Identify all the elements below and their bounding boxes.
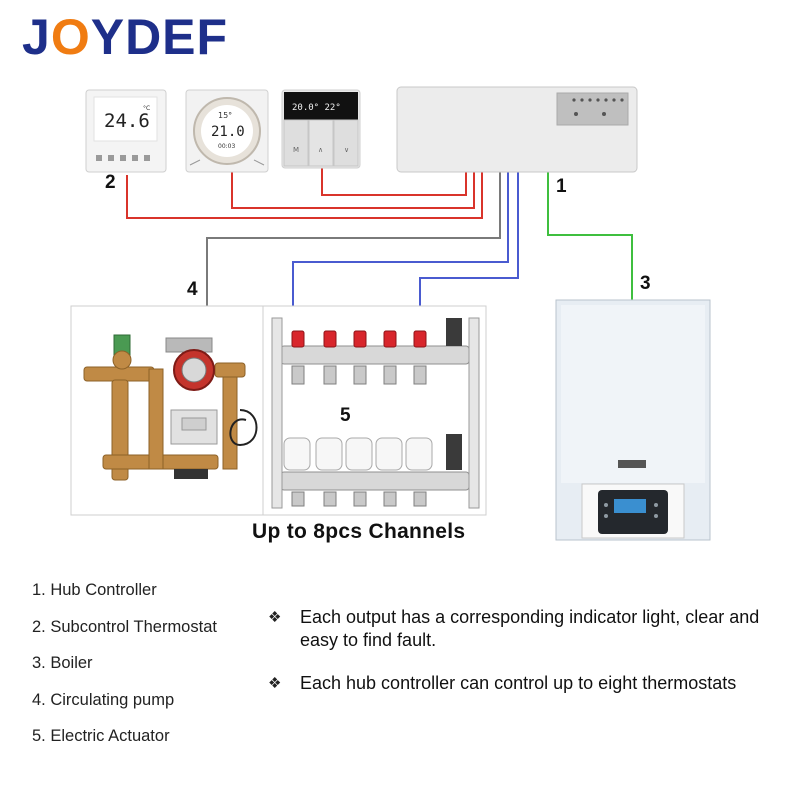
svg-text:∧: ∧ bbox=[318, 146, 323, 154]
brand-drop-letter: O bbox=[50, 9, 91, 65]
callout-boiler: 3 bbox=[640, 273, 651, 294]
callout-thermostat: 2 bbox=[105, 172, 116, 193]
thermostat-1-display: 24.6 bbox=[104, 110, 150, 132]
feature-list: ❖ Each output has a corresponding indica… bbox=[268, 606, 793, 715]
wire-thermostat-2 bbox=[231, 172, 475, 209]
feature-text: Each hub controller can control up to ei… bbox=[300, 673, 737, 693]
feature-text: Each output has a corresponding indicato… bbox=[300, 607, 760, 650]
diamond-bullet-icon: ❖ bbox=[268, 609, 282, 626]
diamond-bullet-icon: ❖ bbox=[268, 675, 282, 692]
thermostat-2-main: 21.0 bbox=[211, 124, 245, 140]
brand-letter-j: J bbox=[22, 9, 51, 65]
thermostat-3-display: 20.0° 22° bbox=[292, 103, 341, 113]
thermostat-wires bbox=[126, 168, 483, 219]
pump-assembly bbox=[70, 305, 264, 516]
component-legend: 1. Hub Controller 2. Subcontrol Thermost… bbox=[32, 578, 262, 761]
thermostat-1-unit: °C bbox=[143, 105, 150, 112]
wire-thermostat-1 bbox=[126, 172, 483, 219]
feature-item: ❖ Each output has a corresponding indica… bbox=[268, 606, 793, 652]
thermostat-3: 20.0° 22° M ∧ ∨ bbox=[281, 89, 361, 169]
manifold bbox=[262, 305, 487, 516]
wire-boiler bbox=[547, 172, 633, 302]
wire-thermostat-3 bbox=[321, 168, 467, 196]
legend-item-hub: 1. Hub Controller bbox=[32, 581, 157, 599]
svg-text:∨: ∨ bbox=[344, 146, 349, 154]
hub-controller bbox=[396, 86, 638, 173]
electric-actuators bbox=[283, 437, 433, 471]
svg-text:M: M bbox=[293, 146, 299, 154]
channels-caption: Up to 8pcs Channels bbox=[252, 520, 466, 543]
callout-actuator: 5 bbox=[340, 405, 351, 426]
callout-hub: 1 bbox=[556, 176, 567, 197]
legend-item-thermostat: 2. Subcontrol Thermostat bbox=[32, 617, 217, 636]
brand-suffix: YDEF bbox=[90, 9, 229, 65]
thermostat-1: 24.6 °C bbox=[85, 89, 167, 173]
legend-item-boiler: 3. Boiler bbox=[32, 654, 93, 672]
wire-pump bbox=[206, 172, 501, 322]
legend-item-actuator: 5. Electric Actuator bbox=[32, 727, 170, 745]
brand-logo: JOYDEF bbox=[22, 12, 228, 62]
thermostat-2-time: 00:03 bbox=[218, 143, 235, 150]
feature-item: ❖ Each hub controller can control up to … bbox=[268, 672, 793, 695]
legend-item-pump: 4. Circulating pump bbox=[32, 690, 175, 709]
callout-pump: 4 bbox=[187, 279, 198, 300]
thermostat-2: 15° 21.0 00:03 bbox=[185, 89, 269, 173]
thermostat-2-top: 15° bbox=[218, 111, 232, 120]
boiler bbox=[555, 299, 711, 541]
